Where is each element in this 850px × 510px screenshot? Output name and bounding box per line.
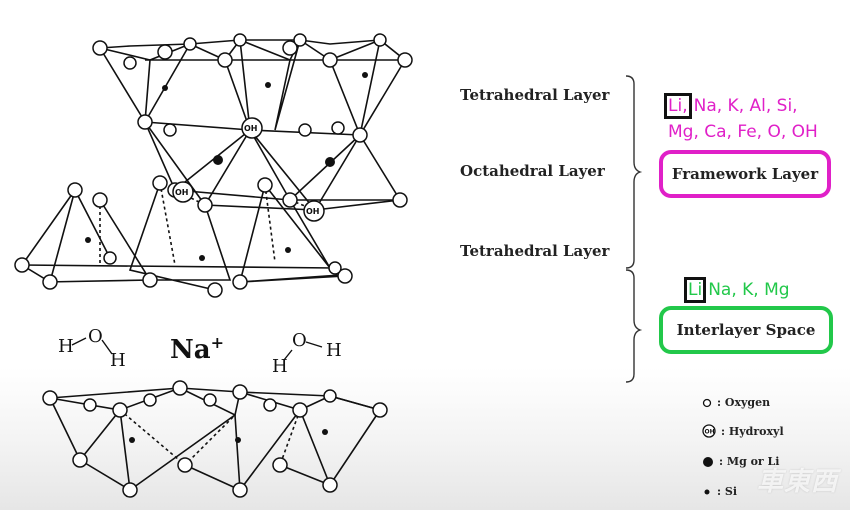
framework-layer-drawing <box>20 38 407 291</box>
tetrahedral-layer-bottom-label: Tetrahedral Layer <box>460 242 610 260</box>
octahedral-layer-label: Octahedral Layer <box>460 162 605 180</box>
framework-elements-line2: Mg, Ca, Fe, O, OH <box>668 122 818 142</box>
legend-si: : Si <box>702 485 737 498</box>
framework-atoms <box>14 33 413 298</box>
interlayer-brace <box>625 269 643 383</box>
hydroxyl-markers: OH OH OH <box>172 117 325 222</box>
interlayer-li-highlight: Li <box>684 277 707 303</box>
lower-layer-cations <box>129 429 328 443</box>
oxygen-icon <box>702 398 712 407</box>
framework-elements-line1: Li,Na, K, Al, Si, <box>664 93 798 119</box>
hydroxyl-icon: OH <box>702 424 716 438</box>
water-left-h1: H <box>58 336 74 357</box>
mg-li-icon <box>703 456 713 467</box>
framework-li-highlight: Li, <box>664 93 692 119</box>
water-right-h2: H <box>326 340 342 361</box>
water-right-h1: H <box>272 356 288 377</box>
oh-tag: OH <box>244 124 258 133</box>
framework-brace <box>625 75 643 269</box>
water-left-o: O <box>88 326 103 347</box>
interlayer-species: H O H Na+ H O H <box>58 326 342 377</box>
framework-cations <box>85 72 368 261</box>
framework-layer-box: Framework Layer <box>659 150 831 198</box>
tetrahedral-layer-top-label: Tetrahedral Layer <box>460 86 610 104</box>
oh-tag: OH <box>175 188 189 197</box>
water-right-o: O <box>292 330 307 351</box>
legend-hydroxyl: OH : Hydroxyl <box>702 424 784 438</box>
layer-braces <box>625 75 643 383</box>
sodium-ion: Na+ <box>170 333 224 365</box>
legend-oxygen: : Oxygen <box>702 396 770 409</box>
interlayer-elements-rest: Na, K, Mg <box>708 280 790 300</box>
legend-mg-li: : Mg or Li <box>702 455 779 468</box>
lower-layer-atoms <box>42 380 388 498</box>
watermark-logo: 車東西 <box>756 467 838 497</box>
svg-text:OH: OH <box>705 429 715 436</box>
oh-tag: OH <box>306 207 320 216</box>
framework-elements-rest: Na, K, Al, Si, <box>693 96 798 116</box>
si-icon <box>704 489 710 494</box>
interlayer-space-box: Interlayer Space <box>659 306 833 354</box>
water-left-h2: H <box>110 350 126 371</box>
crystal-structure-diagram: OH OH OH H O H Na+ H O H <box>14 33 413 498</box>
